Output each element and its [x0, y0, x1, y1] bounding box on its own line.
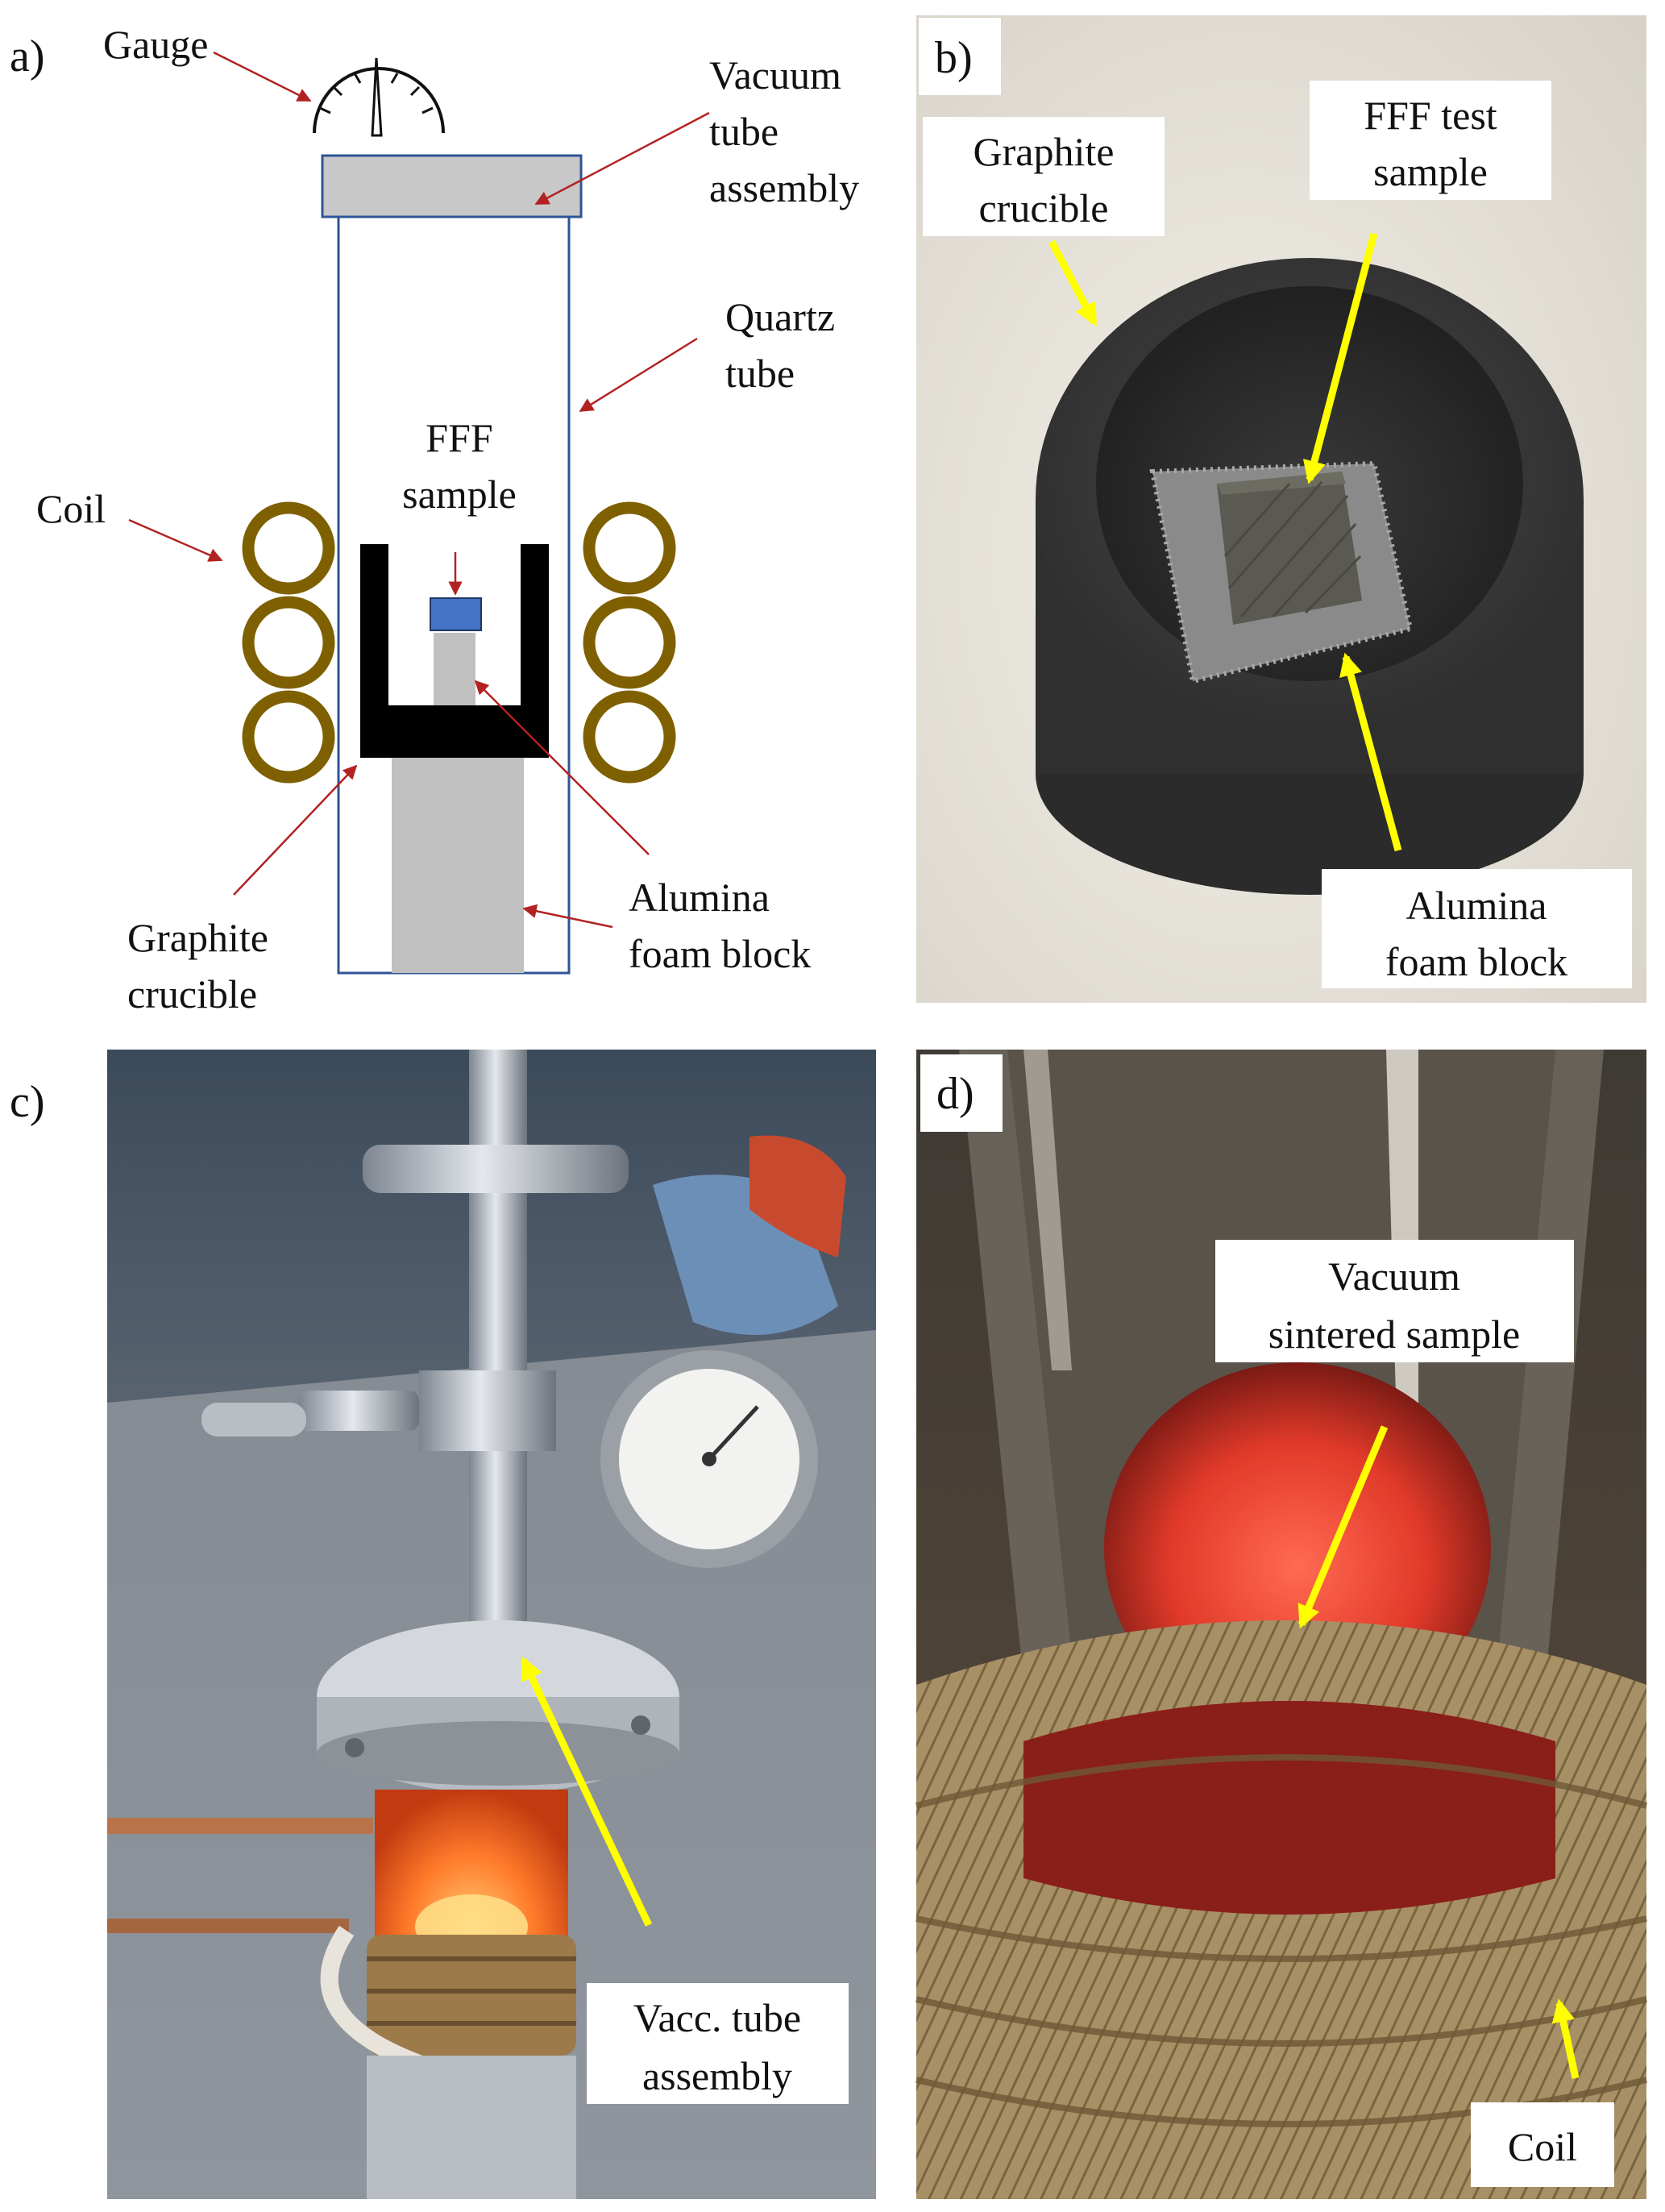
panel-d-arrows — [1298, 1425, 1580, 2079]
coil-label: Coil — [36, 486, 106, 531]
fff-sample-label-line1: FFF — [426, 415, 492, 460]
panel-d-photo: d) Vacuum sintered sample Coil — [915, 1050, 1648, 2199]
alumina-foam-upper — [434, 633, 475, 705]
alumina-foam-label-line2: foam block — [629, 931, 811, 976]
quartz-tube-label-line2: tube — [725, 351, 795, 396]
fff-test-sample-label-line2: sample — [1373, 149, 1488, 194]
panel-b-photo: b) Graphite crucible FFF test sample Alu… — [916, 15, 1646, 1003]
panel-d-letter: d) — [936, 1069, 974, 1119]
alumina-foam-lower — [392, 758, 524, 973]
alumina-foam-photo-label-line2: foam block — [1385, 939, 1567, 984]
vacuum-tube-label-line1: Vacuum — [709, 52, 841, 98]
panel-c-photo: c) Vacc. tube assembly — [10, 1050, 876, 2199]
fff-test-sample-photo — [1217, 472, 1362, 625]
vacc-tube-assembly-label-line2: assembly — [642, 2053, 792, 2098]
panel-b-arrows — [1048, 232, 1402, 852]
gauge-label: Gauge — [103, 22, 209, 67]
panel-a-letter: a) — [10, 31, 45, 81]
panel-a-schematic: a) — [10, 22, 859, 1017]
fff-test-sample-label-line1: FFF test — [1364, 93, 1497, 138]
graphite-crucible-label-line1: Graphite — [127, 915, 268, 960]
gauge-icon — [313, 57, 445, 137]
alumina-foam-photo-label-line1: Alumina — [1406, 883, 1547, 928]
leader-lines — [128, 51, 710, 929]
vacc-tube-arrow — [520, 1656, 653, 1927]
vacuum-tube-cap — [321, 154, 583, 218]
vacc-tube-assembly-label-line1: Vacc. tube — [633, 1995, 801, 2040]
vacuum-sintered-label-line1: Vacuum — [1328, 1254, 1460, 1299]
vacuum-tube-label-line3: assembly — [709, 165, 859, 210]
graphite-crucible-label-line2: crucible — [127, 971, 257, 1017]
fff-sample-shape — [430, 597, 482, 631]
quartz-tube-label-line1: Quartz — [725, 294, 835, 339]
coil-rings — [242, 501, 676, 784]
coil-photo-label: Coil — [1508, 2124, 1577, 2169]
vacuum-sintered-label-line2: sintered sample — [1268, 1312, 1520, 1357]
vacuum-tube-label-line2: tube — [709, 109, 779, 154]
alumina-foam-label-line1: Alumina — [629, 875, 770, 920]
graphite-crucible-photo-label-line1: Graphite — [974, 129, 1115, 174]
panel-c-letter: c) — [10, 1077, 45, 1127]
graphite-crucible-photo-label-line2: crucible — [978, 185, 1108, 231]
panel-b-letter: b) — [935, 33, 973, 83]
fff-sample-label-line2: sample — [402, 472, 517, 517]
